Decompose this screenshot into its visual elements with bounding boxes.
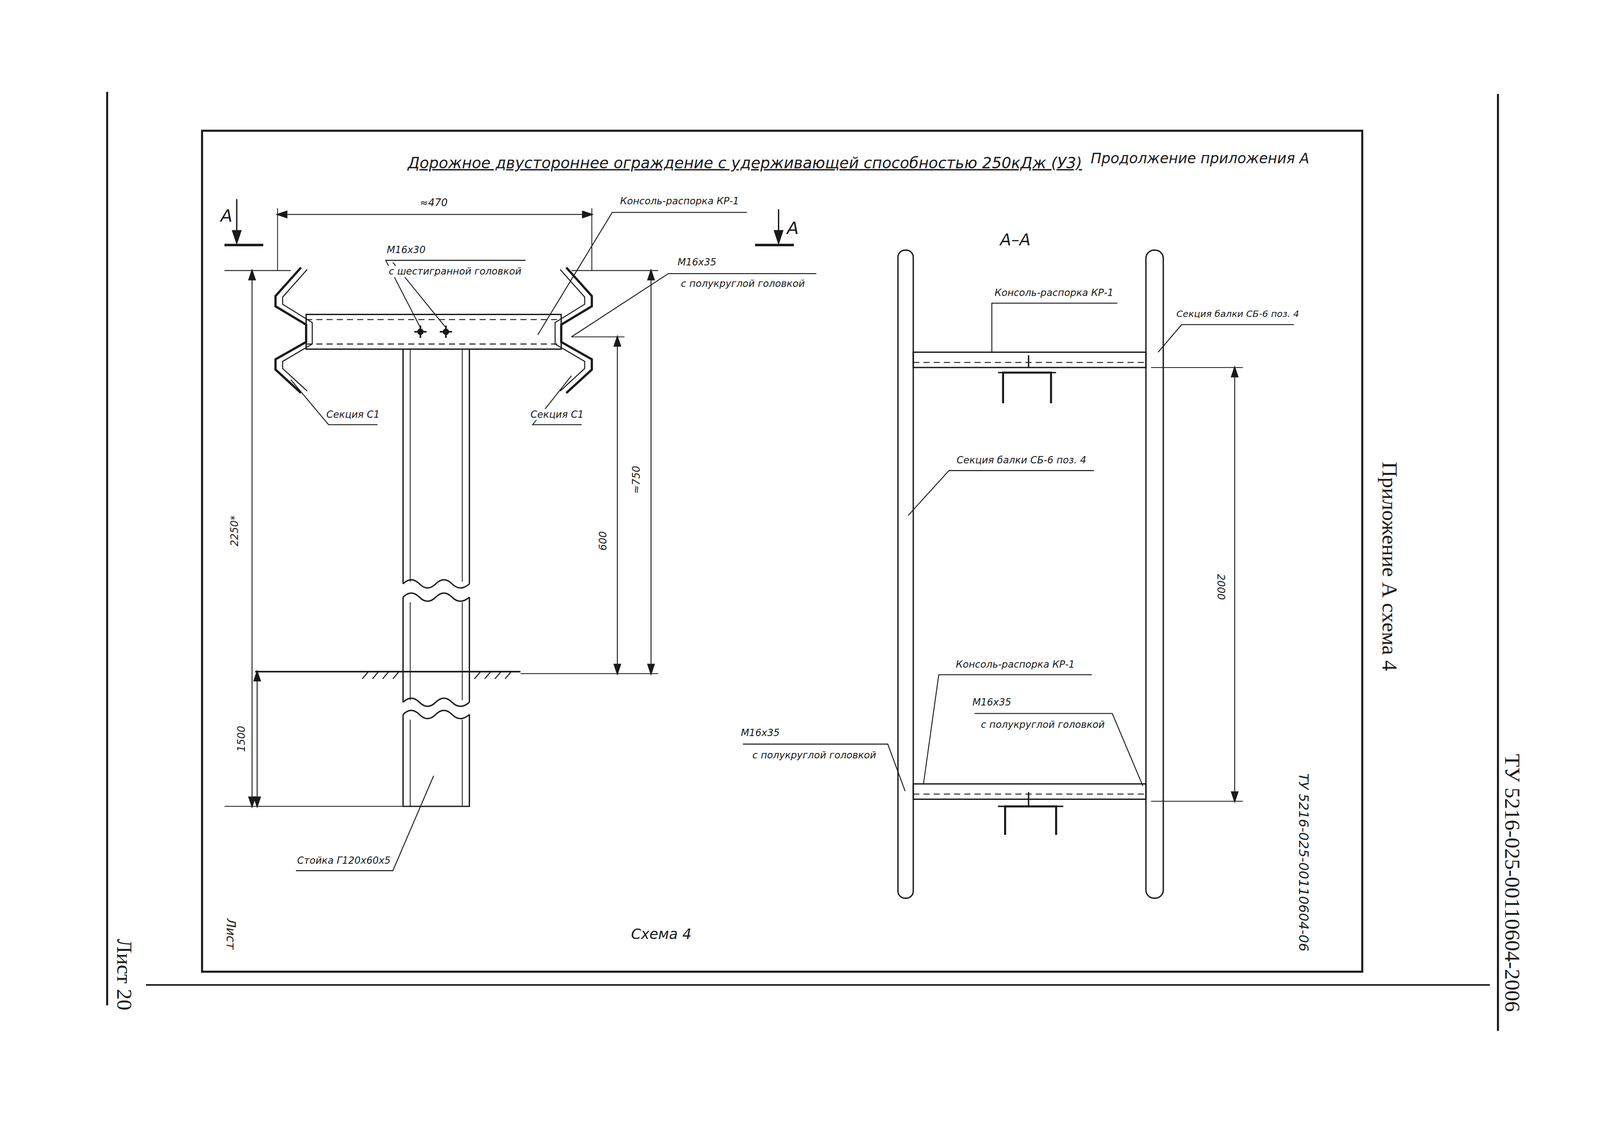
part-name: Консоль-распорка КР-1 xyxy=(954,658,1077,670)
document-code: ТУ 5216-025-00110604-06 xyxy=(1295,771,1311,953)
bolt-name: М16х30 xyxy=(385,244,427,256)
dimension: 2250* xyxy=(228,513,241,548)
dimension: ≈750 xyxy=(631,464,643,495)
part-name: Секция балки СБ-6 поз. 4 xyxy=(1175,309,1301,320)
scheme-name: Схема 4 xyxy=(629,925,693,943)
document-code: ТУ 5216-025-00110604-2006 xyxy=(1500,752,1525,1013)
bolt-note: с полукруглой головкой xyxy=(679,278,807,290)
bolt-name: М16х35 xyxy=(971,696,1013,708)
bolt-note: с шестигранной головкой xyxy=(387,265,523,277)
part-name: Секция балки СБ-6 поз. 4 xyxy=(955,454,1088,466)
sheet-number: Лист 20 xyxy=(112,937,137,1012)
appendix-heading: Приложение А схема 4 xyxy=(1377,460,1403,673)
section-mark: А xyxy=(219,206,234,227)
dimension: 1500 xyxy=(236,724,249,754)
part-name: Консоль-распорка КР-1 xyxy=(993,287,1115,299)
sheet-label: Лист xyxy=(223,916,238,951)
part-name: Консоль-распорка КР-1 xyxy=(618,195,741,207)
drawing-title: Дорожное двустороннее ограждение с удерж… xyxy=(406,154,1084,173)
part-name: Секция С1 xyxy=(325,408,382,420)
part-name: Секция С1 xyxy=(528,408,586,420)
part-name: Стойка Г120х60х5 xyxy=(295,854,393,866)
dimension: ≈470 xyxy=(418,196,449,209)
dimension: 600 xyxy=(597,529,610,553)
bolt-name: М16х35 xyxy=(676,256,718,268)
bolt-name: М16х35 xyxy=(739,727,782,739)
section-title: А–А xyxy=(998,230,1032,249)
sheet-note: Продолжение приложения А xyxy=(1089,150,1311,167)
section-mark: А xyxy=(785,218,801,239)
dimension: 2000 xyxy=(1214,572,1227,601)
bolt-note: с полукруглой головкой xyxy=(750,749,878,761)
bolt-note: с полукруглой головкой xyxy=(979,719,1107,731)
